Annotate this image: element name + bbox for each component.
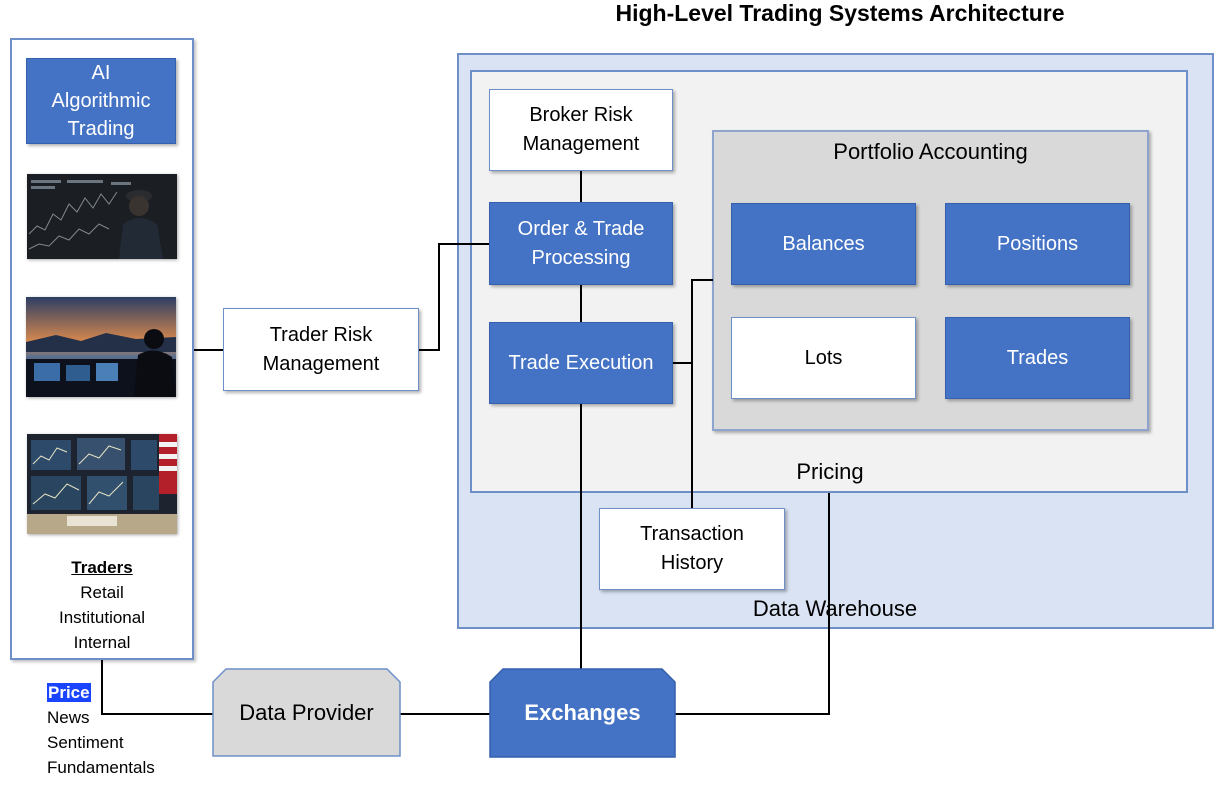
traders-header: Traders [71, 558, 133, 577]
lots-box: Lots [731, 317, 916, 399]
feed-news: News [47, 708, 90, 727]
data-warehouse-label: Data Warehouse [752, 596, 918, 621]
data-feeds-list: Price News Sentiment Fundamentals [47, 680, 155, 780]
trader-risk-management-box: Trader Risk Management [223, 308, 419, 391]
traders-list: Traders Retail Institutional Internal [12, 555, 192, 655]
feed-sentiment: Sentiment [47, 733, 124, 752]
ai-algorithmic-trading-box: AI Algorithmic Trading [26, 58, 176, 144]
feed-price: Price [47, 683, 91, 702]
pricing-label: Pricing [796, 459, 864, 484]
trader-type-internal: Internal [73, 633, 131, 652]
order-trade-processing-box: Order & Trade Processing [489, 202, 673, 285]
broker-risk-management-box: Broker Risk Management [489, 89, 673, 171]
data-provider-label: Data Provider [239, 699, 374, 725]
feed-fundamentals: Fundamentals [47, 758, 155, 777]
diagram-title: High-Level Trading Systems Architecture [615, 0, 1065, 26]
balances-box: Balances [731, 203, 916, 285]
trader-photo-3 [27, 434, 177, 534]
trader-type-institutional: Institutional [59, 608, 145, 627]
trader-type-retail: Retail [80, 583, 124, 602]
positions-box: Positions [945, 203, 1130, 285]
data-provider-node: Data Provider [212, 668, 401, 757]
trade-execution-box: Trade Execution [489, 322, 673, 404]
trades-box: Trades [945, 317, 1130, 399]
portfolio-accounting-title: Portfolio Accounting [833, 139, 1028, 164]
exchanges-label: Exchanges [524, 700, 641, 725]
trader-photo-2 [26, 297, 176, 397]
exchanges-node: Exchanges [489, 668, 676, 758]
trader-photo-1 [27, 174, 177, 259]
transaction-history-box: Transaction History [599, 508, 785, 590]
